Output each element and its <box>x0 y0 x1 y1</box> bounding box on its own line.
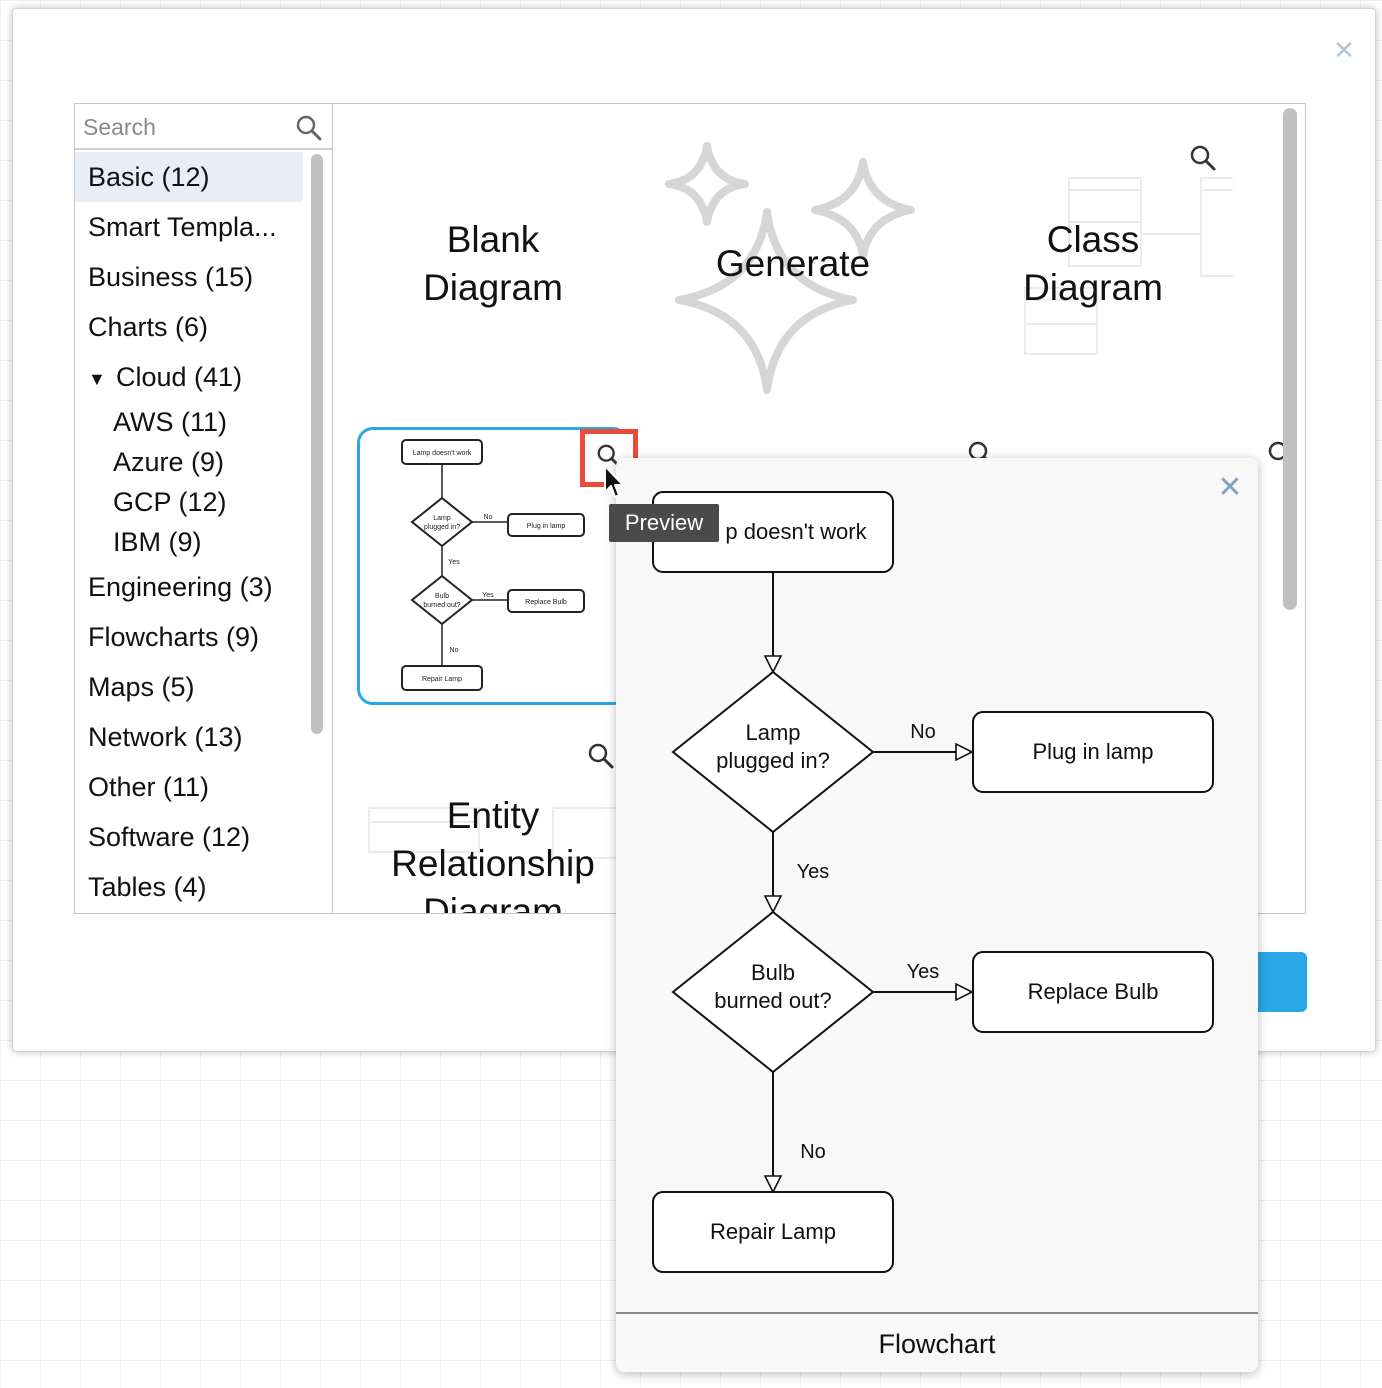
template-entity-relationship[interactable]: Entity Relationship Diagram <box>353 734 633 914</box>
node-plug-text: Plug in lamp <box>1032 739 1153 764</box>
category-basic[interactable]: Basic (12) <box>75 152 303 202</box>
thumb-yes-label: Yes <box>448 559 460 566</box>
preview-tooltip: Preview <box>609 504 719 542</box>
category-aws[interactable]: AWS (11) <box>113 407 228 437</box>
category-cloud-label: Cloud (41) <box>116 362 243 392</box>
node-replace-text: Replace Bulb <box>1028 979 1159 1004</box>
thumb-yes-label-2: Yes <box>482 592 494 599</box>
template-grid-scrollbar[interactable] <box>1283 108 1297 610</box>
flowchart-preview: p doesn't work Lamp plugged in? Plug in … <box>652 491 1214 1273</box>
search-box <box>75 104 332 150</box>
template-class[interactable]: Class Diagram <box>953 134 1233 404</box>
template-blank[interactable]: Blank Diagram <box>353 134 633 404</box>
category-smart-templates[interactable]: Smart Templa... <box>88 212 277 242</box>
node-bulb-line1: Bulb <box>751 960 795 985</box>
flowchart-thumbnail: Lamp doesn't work Lamp plugged in? Plug … <box>401 439 585 691</box>
template-er-line2: Relationship <box>391 843 595 884</box>
node-replace-bulb <box>972 951 1214 1033</box>
category-ibm[interactable]: IBM (9) <box>113 527 202 557</box>
popup-close-icon[interactable]: ✕ <box>1217 471 1243 504</box>
class-diagram-thumbnail <box>1024 177 1233 355</box>
category-other[interactable]: Other (11) <box>88 772 210 802</box>
thumb-replace-text: Replace Bulb <box>525 599 567 606</box>
dialog-close-icon[interactable]: ✕ <box>1333 35 1355 65</box>
template-generate[interactable]: Generate <box>653 134 933 404</box>
edge-label-yes-1: Yes <box>797 861 830 883</box>
thumb-start-text: Lamp doesn't work <box>413 450 472 457</box>
node-lamp-line1: Lamp <box>745 720 800 745</box>
edge-label-no-2: No <box>800 1141 826 1163</box>
category-flowcharts[interactable]: Flowcharts (9) <box>88 622 260 652</box>
preview-popup: ✕ p doesn't work Lamp plugged in? Plug <box>616 458 1258 1372</box>
category-azure[interactable]: Azure (9) <box>113 447 225 477</box>
er-diagram-thumbnail <box>368 807 630 859</box>
node-plug-in-lamp <box>972 711 1214 793</box>
category-network[interactable]: Network (13) <box>88 722 243 752</box>
thumb-no-label-2: No <box>450 647 459 654</box>
sidebar-scrollbar[interactable] <box>311 154 323 734</box>
category-charts[interactable]: Charts (6) <box>88 312 209 342</box>
template-class-line2: Diagram <box>1023 267 1163 308</box>
template-blank-line1: Blank <box>446 219 540 260</box>
template-class-line1: Class <box>1046 219 1140 260</box>
template-generate-label: Generate <box>715 243 871 284</box>
node-lamp-line2: plugged in? <box>716 748 830 773</box>
category-tables[interactable]: Tables (4) <box>88 872 207 902</box>
node-repair-text: Repair Lamp <box>710 1219 836 1244</box>
node-lamp-plugged <box>671 670 875 834</box>
template-er-line1: Entity <box>446 795 540 836</box>
sparkle-icon <box>665 142 915 394</box>
thumb-d1-line2: plugged in? <box>424 524 460 531</box>
category-software[interactable]: Software (12) <box>88 822 251 852</box>
template-blank-line2: Diagram <box>423 267 563 308</box>
thumb-plug-text: Plug in lamp <box>527 523 566 530</box>
category-maps[interactable]: Maps (5) <box>88 672 195 702</box>
edge-label-yes-2: Yes <box>907 961 940 983</box>
popup-title: Flowchart <box>616 1312 1258 1372</box>
node-bulb-burned <box>671 910 875 1074</box>
search-input[interactable] <box>81 112 291 142</box>
er-preview-icon[interactable] <box>587 742 615 770</box>
class-preview-icon[interactable] <box>1189 144 1217 172</box>
category-list: Basic (12) Smart Templa... Business (15)… <box>75 152 303 912</box>
category-cloud[interactable]: ▼ Cloud (41) <box>75 352 303 402</box>
thumb-repair-text: Repair Lamp <box>422 676 462 683</box>
mouse-cursor-icon <box>604 465 624 498</box>
template-er-line3: Diagram <box>423 891 563 914</box>
expand-arrow-icon[interactable]: ▼ <box>88 368 106 389</box>
node-start-text: p doesn't work <box>725 519 867 544</box>
search-icon[interactable] <box>295 114 323 142</box>
thumb-d1-line1: Lamp <box>433 515 451 522</box>
category-sidebar: Basic (12) Smart Templa... Business (15)… <box>75 104 333 913</box>
category-engineering[interactable]: Engineering (3) <box>88 572 273 602</box>
category-gcp[interactable]: GCP (12) <box>113 487 227 517</box>
category-business[interactable]: Business (15) <box>88 262 254 292</box>
node-bulb-line2: burned out? <box>714 988 831 1013</box>
thumb-d2-line1: Bulb <box>435 593 449 600</box>
edge-label-no-1: No <box>910 721 936 743</box>
thumb-no-label: No <box>484 514 493 521</box>
thumb-d2-line2: burned out? <box>423 602 460 609</box>
node-repair-lamp <box>652 1191 894 1273</box>
